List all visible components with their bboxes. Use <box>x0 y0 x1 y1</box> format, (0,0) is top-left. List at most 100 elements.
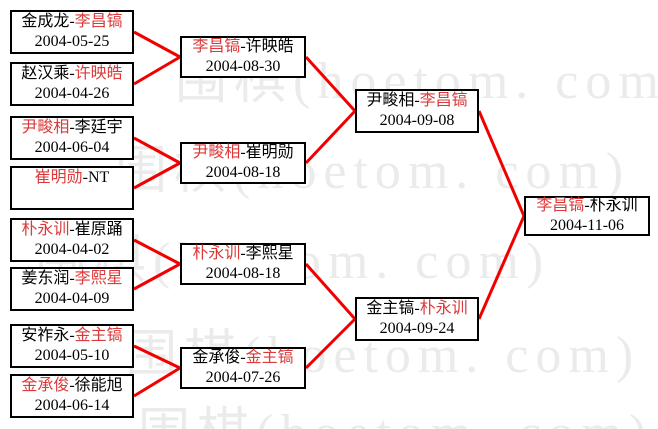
match-date: 2004-05-25 <box>34 33 110 50</box>
match-players: 姜东润-李熙星 <box>21 269 122 289</box>
name-separator: - <box>69 270 75 287</box>
name-separator: - <box>584 197 590 214</box>
match-date: 2004-06-04 <box>34 139 110 156</box>
name-separator: - <box>69 13 75 30</box>
player1-name-winner: 李昌镐 <box>536 197 585 214</box>
match-players: 安祚永-金主镐 <box>21 326 122 346</box>
player1-name: 安祚永 <box>21 327 70 344</box>
match-players: 尹畯相-李昌镐 <box>366 91 467 111</box>
player2-name-winner: 李昌镐 <box>419 92 468 109</box>
match-players: 朴永训-李熙星 <box>192 244 293 264</box>
match-date: 2004-08-30 <box>205 58 281 75</box>
player2-name-winner: 李熙星 <box>74 270 123 287</box>
watermark-text: 围棋(hoetom. com) <box>138 390 653 429</box>
name-separator: - <box>414 92 420 109</box>
player2-name: 崔原踊 <box>74 221 123 238</box>
match-date: 2004-04-26 <box>34 85 110 102</box>
player1-name: 金成龙 <box>21 13 70 30</box>
player1-name: 尹畯相 <box>366 92 415 109</box>
name-separator: - <box>414 300 420 317</box>
player1-name: 金主镐 <box>366 300 415 317</box>
player2-name-winner: 李昌镐 <box>74 13 123 30</box>
match-date: 2004-04-02 <box>34 241 110 258</box>
match-date: 2004-09-08 <box>379 112 455 129</box>
match-date: 2004-06-14 <box>34 397 110 414</box>
match-date: 2004-11-06 <box>549 217 625 234</box>
player2-name-winner: 金主镐 <box>245 349 294 366</box>
connector-line <box>133 366 181 398</box>
connector-line <box>133 262 181 291</box>
player1-name-winner: 李昌镐 <box>192 38 241 55</box>
name-separator: - <box>240 245 246 262</box>
name-separator: - <box>69 377 75 394</box>
connector-line <box>133 344 181 370</box>
player2-name-winner: 金主镐 <box>74 327 123 344</box>
connector-line <box>477 110 526 217</box>
match-players: 尹畯相-崔明勋 <box>192 143 293 163</box>
player2-name: NT <box>88 169 110 186</box>
name-separator: - <box>240 38 246 55</box>
connector-line <box>133 30 181 59</box>
player1-name: 赵汉乘 <box>21 65 70 82</box>
player1-name-winner: 尹畯相 <box>21 119 70 136</box>
name-separator: - <box>69 65 75 82</box>
player2-name-winner: 许映皓 <box>74 65 123 82</box>
match-players: 金承俊-金主镐 <box>192 348 293 368</box>
match-players: 崔明勋-NT <box>35 168 110 188</box>
name-separator: - <box>69 221 75 238</box>
player2-name-winner: 朴永训 <box>419 300 468 317</box>
match-players: 金承俊-徐能旭 <box>21 376 122 396</box>
match-players: 尹畯相-李廷宇 <box>21 118 122 138</box>
name-separator: - <box>69 327 75 344</box>
name-separator: - <box>240 144 246 161</box>
connector-line <box>477 215 526 320</box>
player1-name-winner: 崔明勋 <box>34 169 83 186</box>
name-separator: - <box>82 169 88 186</box>
match-players: 金成龙-李昌镐 <box>21 12 122 32</box>
player1-name-winner: 朴永训 <box>192 245 241 262</box>
match-box-r1m4: 崔明勋-NT <box>10 166 134 210</box>
match-players: 赵汉乘-许映皓 <box>21 64 122 84</box>
player2-name: 李熙星 <box>245 245 294 262</box>
player2-name: 李廷宇 <box>74 119 123 136</box>
name-separator: - <box>240 349 246 366</box>
player1-name: 姜东润 <box>21 270 70 287</box>
match-date: 2004-04-09 <box>34 290 110 307</box>
match-date: 2004-07-26 <box>205 369 281 386</box>
match-players: 金主镐-朴永训 <box>366 299 467 319</box>
name-separator: - <box>69 119 75 136</box>
connector-line <box>133 136 181 165</box>
connector-line <box>133 55 181 86</box>
player1-name-winner: 金承俊 <box>21 377 70 394</box>
player1-name-winner: 尹畯相 <box>192 144 241 161</box>
match-players: 李昌镐-许映皓 <box>192 37 293 57</box>
match-players: 朴永训-崔原踊 <box>21 220 122 240</box>
connector-line <box>304 109 357 165</box>
player1-name-winner: 朴永训 <box>21 221 70 238</box>
connector-line <box>304 55 357 113</box>
connector-line <box>133 161 181 190</box>
player2-name: 徐能旭 <box>74 377 123 394</box>
connector-line <box>304 317 357 370</box>
match-date: 2004-08-18 <box>205 164 281 181</box>
player2-name: 许映皓 <box>245 38 294 55</box>
match-date: 2004-08-18 <box>205 265 281 282</box>
connector-line <box>304 263 357 320</box>
player2-name: 崔明勋 <box>245 144 294 161</box>
connector-line <box>133 238 181 266</box>
